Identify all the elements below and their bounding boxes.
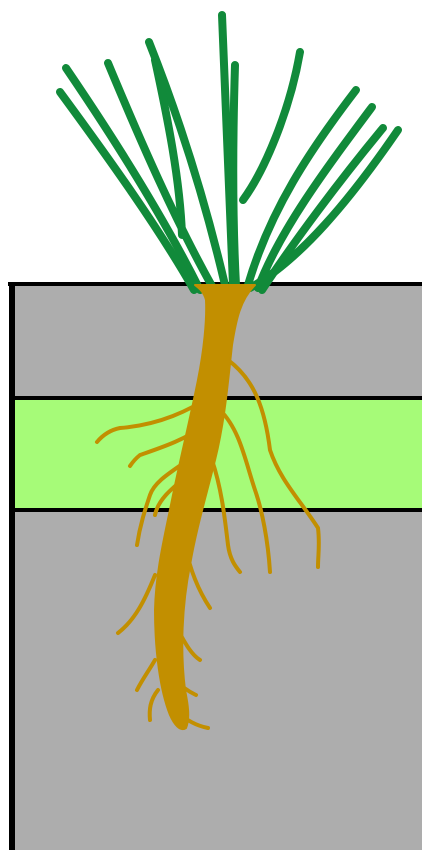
leaf-blade xyxy=(233,65,236,285)
plant-leaves xyxy=(60,15,398,290)
leaf-blade xyxy=(60,92,194,290)
lower-soil-layer xyxy=(12,510,422,850)
